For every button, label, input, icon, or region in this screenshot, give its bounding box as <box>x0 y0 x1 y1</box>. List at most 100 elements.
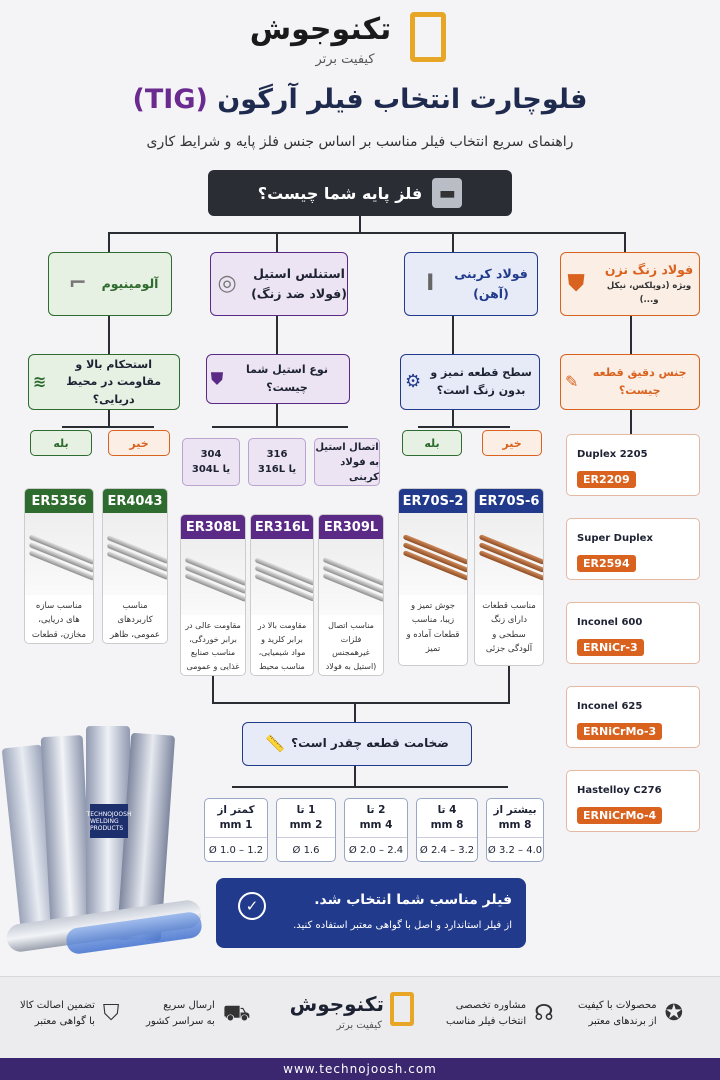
product-code: ER4043 <box>103 489 167 513</box>
answer-no[interactable]: خیر <box>108 430 170 456</box>
connector <box>418 426 510 428</box>
product-photo: TECHNOJOOSH WELDING PRODUCTS <box>1 712 204 966</box>
question-label: استحکام بالا و مقاومت در محیط دریایی؟ <box>66 357 162 406</box>
choice-dissimilar[interactable]: اتصال استیل به فولاد کربنی <box>314 438 380 486</box>
award-icon: ✪ <box>664 1001 684 1026</box>
product-desc: جوش تمیز و زیبا، مناسب قطعات آماده و تمی… <box>406 601 460 655</box>
connector <box>624 232 626 252</box>
question-aluminum: استحکام بالا و مقاومت در محیط دریایی؟ ≋ <box>28 354 180 410</box>
answer-yes[interactable]: بله <box>30 430 92 456</box>
connector <box>212 676 214 704</box>
page-subtitle: راهنمای سریع انتخاب فیلر مناسب بر اساس ج… <box>146 134 574 150</box>
water-icon: ≋ <box>33 372 47 392</box>
special-steel-code: ER2209 <box>577 471 636 488</box>
connector <box>108 232 110 252</box>
question-stainless: نوع استیل شما چیست؟ ⛊ <box>206 354 350 404</box>
question-special: جنس دقیق قطعه چیست؟ ✎ <box>560 354 700 410</box>
thickness-range-unit: 4 mm <box>359 819 393 831</box>
product-code: ER308L <box>181 515 245 539</box>
diameter-value: Ø 2.4 – 3.2 <box>417 837 477 863</box>
product-card[interactable]: ER70S-6 مناسب قطعات دارای زنگ سطحی و آلو… <box>474 488 544 666</box>
product-desc: مناسب کاربردهای عمومی، ظاهر جوش بهتر <box>110 601 160 640</box>
choice-label: یا 316L <box>257 464 297 475</box>
diameter-value: Ø 1.0 – 1.2 <box>205 837 267 863</box>
connector <box>630 410 632 434</box>
check-circle-icon: ✓ <box>238 892 266 920</box>
question-label: سطح قطعه تمیز و بدون زنگ است؟ <box>430 366 532 397</box>
product-card[interactable]: ER316L مقاومت بالا در برابر کلرید و مواد… <box>250 514 314 676</box>
special-steel-card[interactable]: Super Duplex ER2594 <box>566 518 700 580</box>
footer-text: انتخاب فیلر مناسب <box>446 1015 527 1027</box>
product-card[interactable]: ER309L مناسب اتصال فلزات غیرهمجنس (استیل… <box>318 514 384 676</box>
copper-rods-image <box>399 513 467 595</box>
shield-icon: ⛊ <box>567 271 585 297</box>
footer-band <box>0 976 720 1058</box>
category-sublabel: (آهن) <box>473 286 509 301</box>
title-main: فلوچارت انتخاب فیلر آرگون <box>217 84 588 115</box>
special-steel-card[interactable]: Inconel 625 ERNiCrMo-3 <box>566 686 700 748</box>
answer-no[interactable]: خیر <box>482 430 542 456</box>
product-card[interactable]: ER5356 مناسب سازه های دریایی، مخازن، قطع… <box>24 488 94 644</box>
special-steel-name: Inconel 600 <box>577 617 643 628</box>
i-beam-icon: Ⅰ <box>426 271 435 297</box>
special-steel-code: ER2594 <box>577 555 636 572</box>
product-desc: مقاومت بالا در برابر کلرید و مواد شیمیای… <box>257 621 307 671</box>
headset-icon: ☊ <box>534 1001 554 1026</box>
pipes-icon: ◎ <box>217 271 237 297</box>
root-label: فلز پایه شما چیست؟ <box>257 183 423 203</box>
connector <box>359 216 361 232</box>
connector <box>108 410 110 426</box>
steel-rods-image <box>181 539 245 615</box>
root-question: ▬ فلز پایه شما چیست؟ <box>208 170 512 216</box>
product-card[interactable]: ER70S-2 جوش تمیز و زیبا، مناسب قطعات آما… <box>398 488 468 666</box>
connector <box>108 316 110 354</box>
product-desc: مناسب اتصال فلزات غیرهمجنس (استیل به فول… <box>325 621 377 671</box>
connector <box>276 232 278 252</box>
category-special-steel[interactable]: فولاد زنگ نزن ویژه (دوپلکس، نیکل و...) ⛊ <box>560 252 700 316</box>
category-carbon-steel[interactable]: فولاد کربنی (آهن) Ⅰ <box>404 252 538 316</box>
choice-label: به فولاد کربنی <box>340 456 379 483</box>
choice-304[interactable]: 304 یا 304L <box>182 438 240 486</box>
choice-316[interactable]: 316 یا 316L <box>248 438 306 486</box>
final-result-box: ✓ فیلر مناسب شما انتخاب شد. از فیلر استا… <box>216 878 526 948</box>
shield-check-icon: ⛉ <box>102 1001 120 1026</box>
answer-yes[interactable]: بله <box>402 430 462 456</box>
connector <box>212 426 348 428</box>
connector <box>630 316 632 354</box>
copper-rods-image <box>475 513 543 595</box>
gear-icon: ⚙ <box>405 370 422 392</box>
footer-text: ارسال سریع <box>163 999 215 1011</box>
special-steel-card[interactable]: Inconel 600 ERNiCr-3 <box>566 602 700 664</box>
brand-name: تکنوجوش <box>249 12 392 47</box>
product-card[interactable]: ER308L مقاومت عالی در برابر خوردگی، مناس… <box>180 514 246 676</box>
special-steel-card[interactable]: Hastelloy C276 ERNiCrMo-4 <box>566 770 700 832</box>
special-steel-name: Inconel 625 <box>577 701 643 712</box>
connector <box>276 316 278 354</box>
ruler-icon: 📏 <box>265 734 286 754</box>
special-steel-card[interactable]: Duplex 2205 ER2209 <box>566 434 700 496</box>
connector <box>232 786 508 788</box>
category-sublabel: ویژه (دوپلکس، نیکل و...) <box>606 281 692 305</box>
choice-label: 304 <box>200 449 222 460</box>
footer-text: از برندهای معتبر <box>588 1015 657 1027</box>
category-aluminum[interactable]: آلومینیوم ⌐ <box>48 252 172 316</box>
product-desc: مناسب سازه های دریایی، مخازن، قطعات تحت … <box>31 601 87 640</box>
product-card[interactable]: ER4043 مناسب کاربردهای عمومی، ظاهر جوش ب… <box>102 488 168 644</box>
category-stainless[interactable]: استنلس استیل (فولاد ضد زنگ) ◎ <box>210 252 348 316</box>
website-url[interactable]: www.technojoosh.com <box>0 1058 720 1080</box>
question-carbon: سطح قطعه تمیز و بدون زنگ است؟ ⚙ <box>400 354 540 410</box>
brand-name: تکنوجوش <box>289 992 384 1016</box>
footer-text: با گواهی معتبر <box>34 1015 95 1027</box>
brand-tagline: کیفیت برتر <box>315 52 375 67</box>
brand-tagline: کیفیت برتر <box>336 1020 382 1031</box>
steel-rods-image <box>25 513 93 595</box>
